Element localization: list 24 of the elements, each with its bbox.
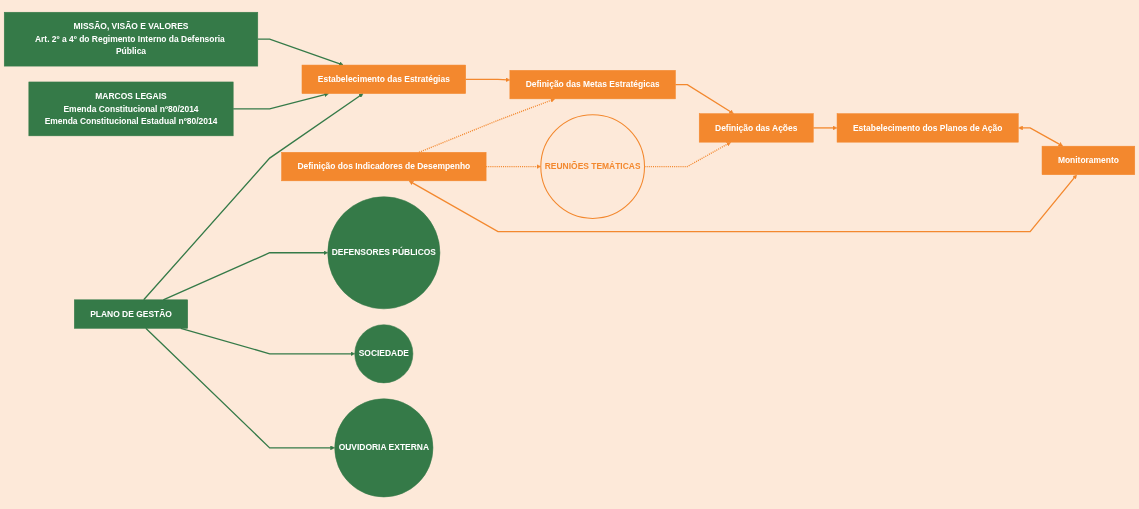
node-box: Definição dos Indicadores de Desempenho (281, 151, 487, 181)
node-box: Definição das Metas Estratégicas (509, 69, 676, 99)
arrow (408, 174, 1077, 233)
arrow (1018, 125, 1064, 147)
arrow (232, 92, 329, 110)
arrow (812, 125, 838, 131)
node-circle: REUNIÕES TEMÁTICAS (540, 114, 646, 219)
node-circle: DEFENSORES PÚBLICOS (327, 196, 441, 309)
node-box: Estabelecimento das Estratégias (301, 64, 466, 94)
node-circle: OUVIDORIA EXTERNA (334, 398, 434, 498)
arrow (145, 327, 335, 451)
node-box: MISSÃO, VISÃO E VALORES Art. 2º a 4º do Regimento Interno da Defensoria Pública (3, 11, 259, 67)
node-box: Estabelecimento dos Planos de Ação (836, 113, 1019, 143)
node-box: MARCOS LEGAIS Emenda Constitucional nº80/2014 Emenda Constitucional Estadual nº80/2014 (28, 81, 234, 136)
arrow (674, 83, 734, 114)
arrow (485, 164, 541, 169)
arrow (143, 93, 364, 301)
arrow (257, 38, 344, 66)
node-box: Definição das Ações (698, 113, 814, 143)
node-box: Monitoramento (1041, 145, 1136, 175)
arrow (418, 98, 556, 153)
arrow (465, 77, 511, 82)
node-circle: SOCIEDADE (354, 324, 414, 384)
node-box: PLANO DE GESTÃO (74, 299, 188, 329)
